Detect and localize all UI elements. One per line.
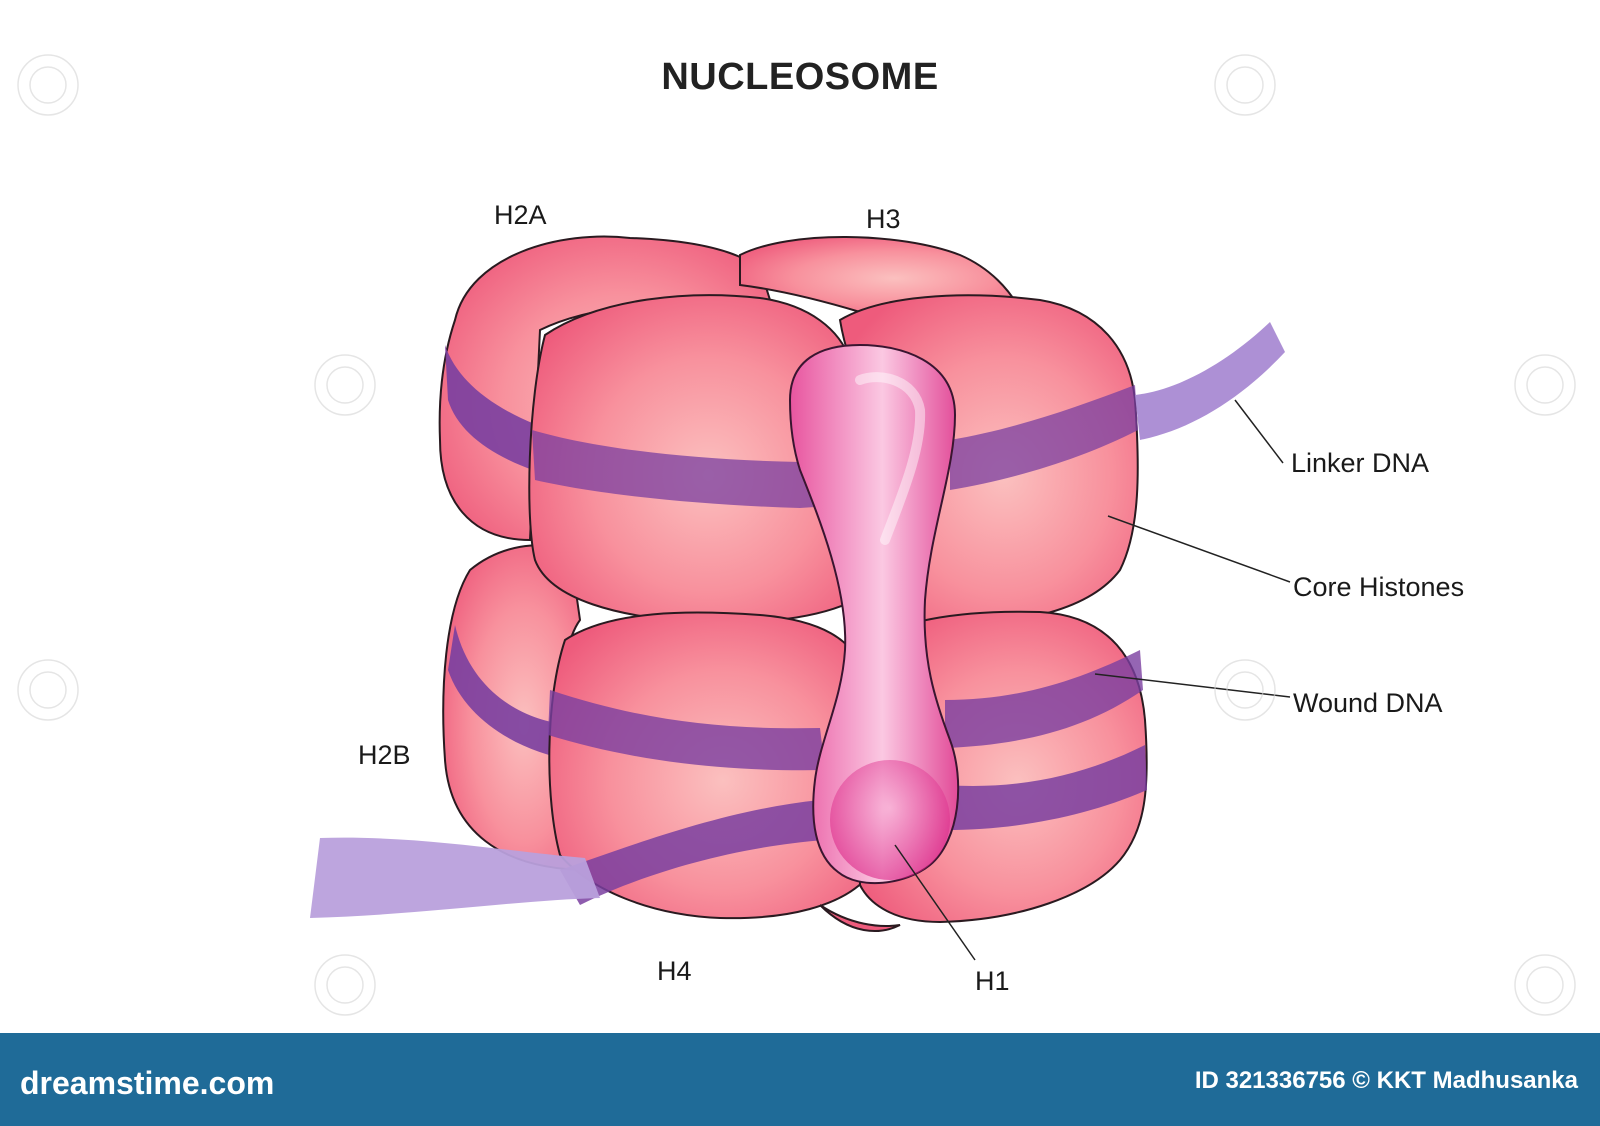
label-core-histones: Core Histones bbox=[1293, 572, 1465, 602]
label-h4: H4 bbox=[657, 956, 692, 986]
histone-h3-back bbox=[739, 236, 1022, 314]
leader-line-wound-dna bbox=[1094, 673, 1291, 698]
wound-dna-front-lower bbox=[560, 800, 825, 905]
wound-dna-back-bottom bbox=[448, 625, 572, 760]
wound-dna-front-top-right bbox=[950, 385, 1138, 490]
h1-bulb bbox=[830, 760, 950, 880]
h1-histone bbox=[788, 343, 960, 885]
label-h2a: H2A bbox=[494, 200, 547, 230]
wound-dna-front-top bbox=[532, 430, 845, 508]
h1-highlight bbox=[855, 372, 926, 545]
linker-dna-right bbox=[1135, 322, 1285, 440]
label-linker-dna: Linker DNA bbox=[1291, 448, 1430, 478]
histone-bottom-sliver bbox=[819, 904, 901, 932]
footer-bar: dreamstime.com ID 321336756 © KKT Madhus… bbox=[0, 1033, 1600, 1126]
page-title: NUCLEOSOME bbox=[661, 56, 939, 98]
wound-dna-front-lower-right bbox=[945, 745, 1147, 830]
footer-credit: ID 321336756 © KKT Madhusanka bbox=[1194, 1067, 1578, 1094]
wound-dna-front-middle bbox=[548, 690, 825, 771]
label-h3: H3 bbox=[866, 204, 901, 234]
watermark-swirls bbox=[17, 54, 1576, 1016]
leader-line-core-histones bbox=[1107, 515, 1291, 583]
label-h2b: H2B bbox=[358, 740, 411, 770]
label-h1: H1 bbox=[975, 966, 1010, 996]
label-wound-dna: Wound DNA bbox=[1293, 688, 1443, 718]
wound-dna-front-middle-right bbox=[945, 650, 1143, 748]
leader-line-h1 bbox=[894, 844, 976, 961]
linker-dna-left bbox=[310, 837, 600, 918]
leader-line-linker-dna bbox=[1234, 399, 1284, 464]
footer-logo[interactable]: dreamstime.com bbox=[20, 1065, 275, 1101]
